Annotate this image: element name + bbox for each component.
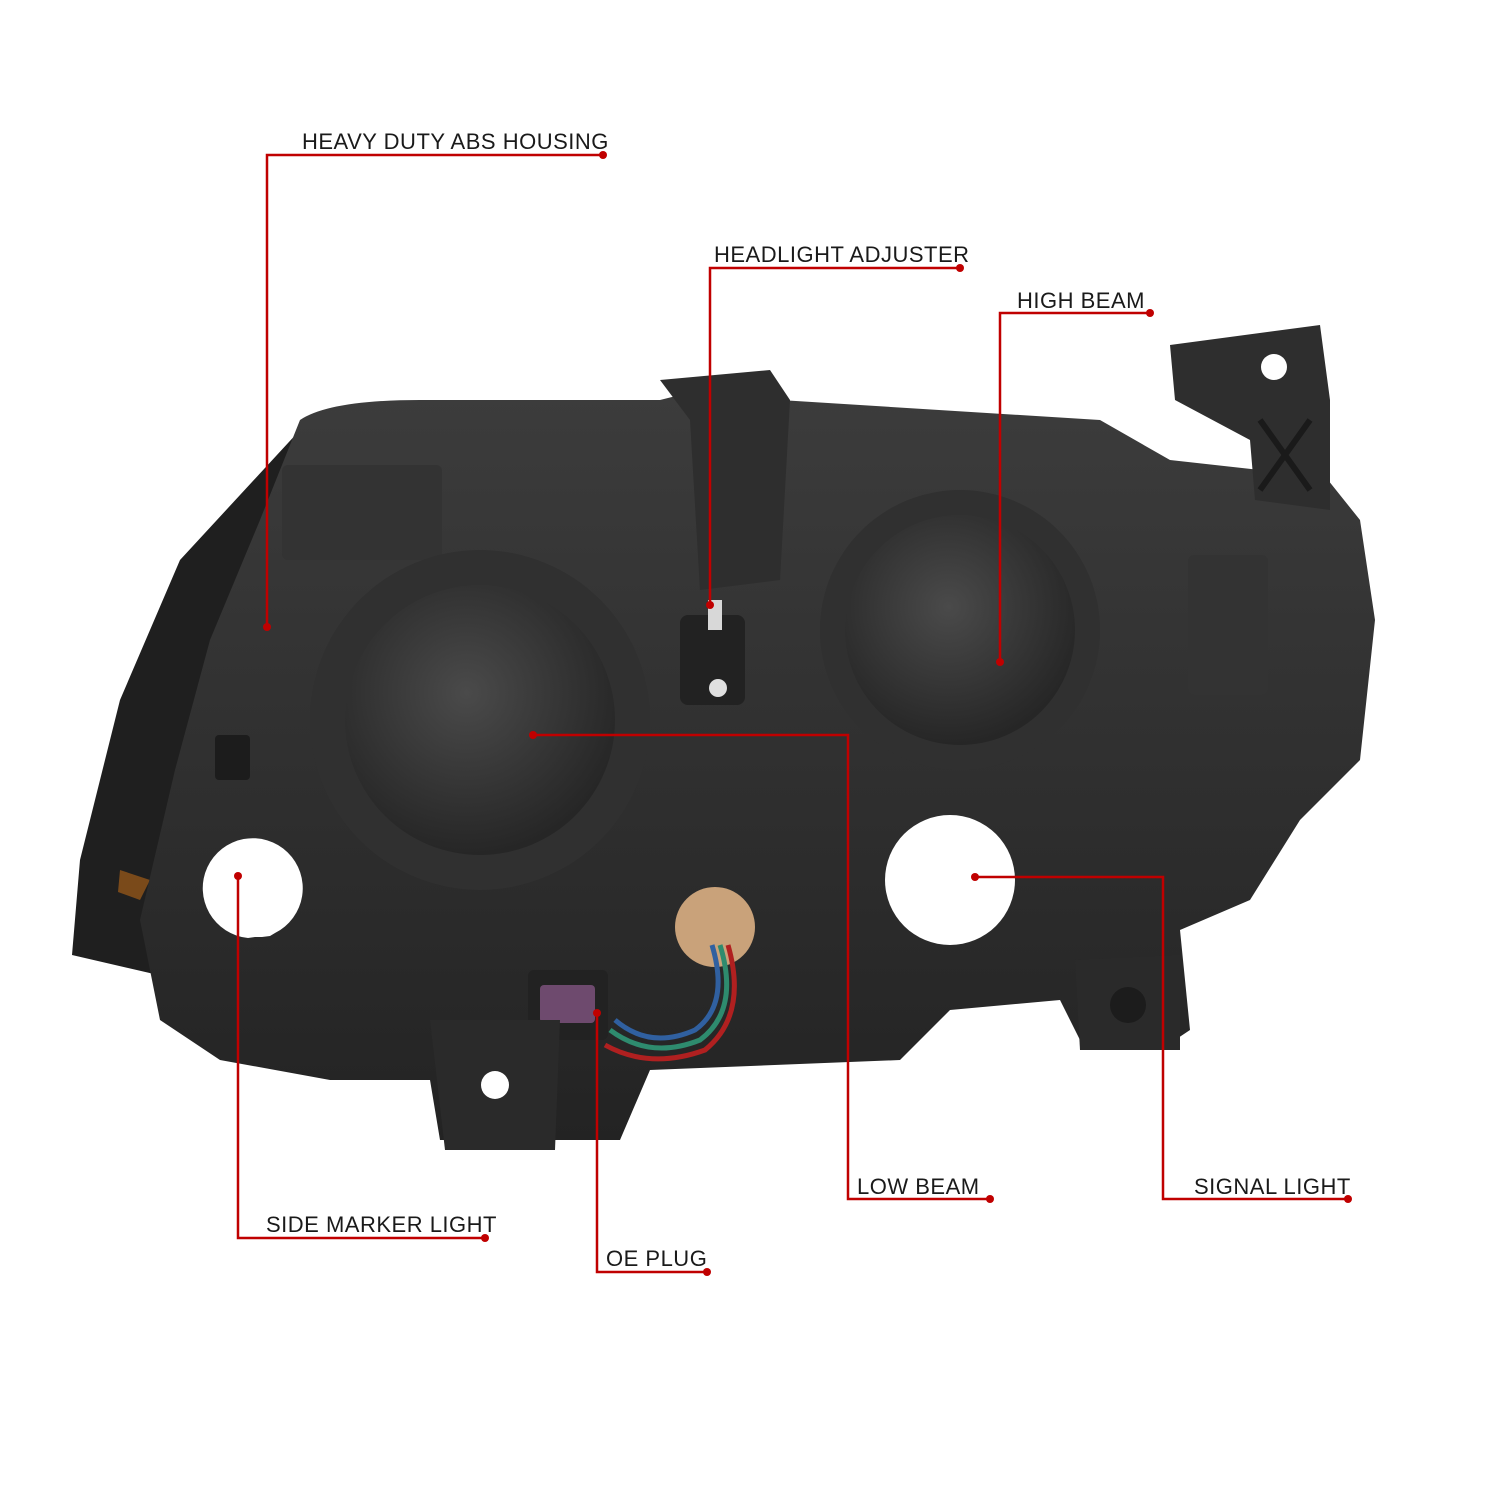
right-bracket-hole [1261, 354, 1287, 380]
leader-dot [996, 658, 1004, 666]
leader-dot [599, 151, 607, 159]
label-low-beam: LOW BEAM [857, 1174, 980, 1199]
leader-dot [593, 1009, 601, 1017]
leader-adjuster [708, 266, 960, 605]
low-beam-cap [345, 585, 615, 855]
leader-dot [1146, 309, 1154, 317]
high-beam-cap [845, 515, 1075, 745]
side-marker-socket [202, 838, 303, 938]
leader-housing [265, 153, 603, 627]
leader-dot [706, 601, 714, 609]
label-oe-plug: OE PLUG [606, 1246, 708, 1271]
leader-lines [236, 153, 1348, 1274]
leader-signal [975, 875, 1348, 1201]
leader-dot [703, 1268, 711, 1276]
leader-dot [481, 1234, 489, 1242]
bulb-socket [675, 887, 755, 967]
label-adjuster: HEADLIGHT ADJUSTER [714, 242, 970, 267]
housing-pad-right [1188, 555, 1268, 695]
amber-reflector [118, 870, 150, 900]
housing-clip [215, 735, 250, 780]
leader-dot [971, 873, 979, 881]
leader-dot [956, 264, 964, 272]
leader-dot [986, 1195, 994, 1203]
wires-red [603, 944, 737, 1062]
leader-dot [1344, 1195, 1352, 1203]
leader-high-beam [998, 311, 1150, 662]
leader-low-beam [533, 733, 990, 1201]
adjuster-pin [709, 679, 727, 697]
top-bracket [660, 370, 790, 590]
leader-dot [234, 872, 242, 880]
label-high-beam: HIGH BEAM [1017, 288, 1145, 313]
wires-blue [613, 944, 721, 1041]
label-signal: SIGNAL LIGHT [1194, 1174, 1351, 1199]
signal-socket [885, 815, 1015, 945]
right-bracket-x [1257, 418, 1313, 492]
label-side-marker: SIDE MARKER LIGHT [266, 1212, 497, 1237]
leader-side-marker [236, 876, 485, 1240]
oe-plug-face [540, 985, 595, 1023]
bottom-left-tab-hole [481, 1071, 509, 1099]
adjuster-body [680, 615, 745, 705]
leader-oe-plug [595, 1013, 707, 1274]
leader-dot [529, 731, 537, 739]
housing-pad [282, 465, 442, 560]
leader-dot [263, 623, 271, 631]
label-housing: HEAVY DUTY ABS HOUSING [302, 129, 609, 154]
wires [608, 944, 730, 1051]
leader-dots [234, 151, 1352, 1276]
bottom-right-tab-post [1110, 987, 1146, 1023]
